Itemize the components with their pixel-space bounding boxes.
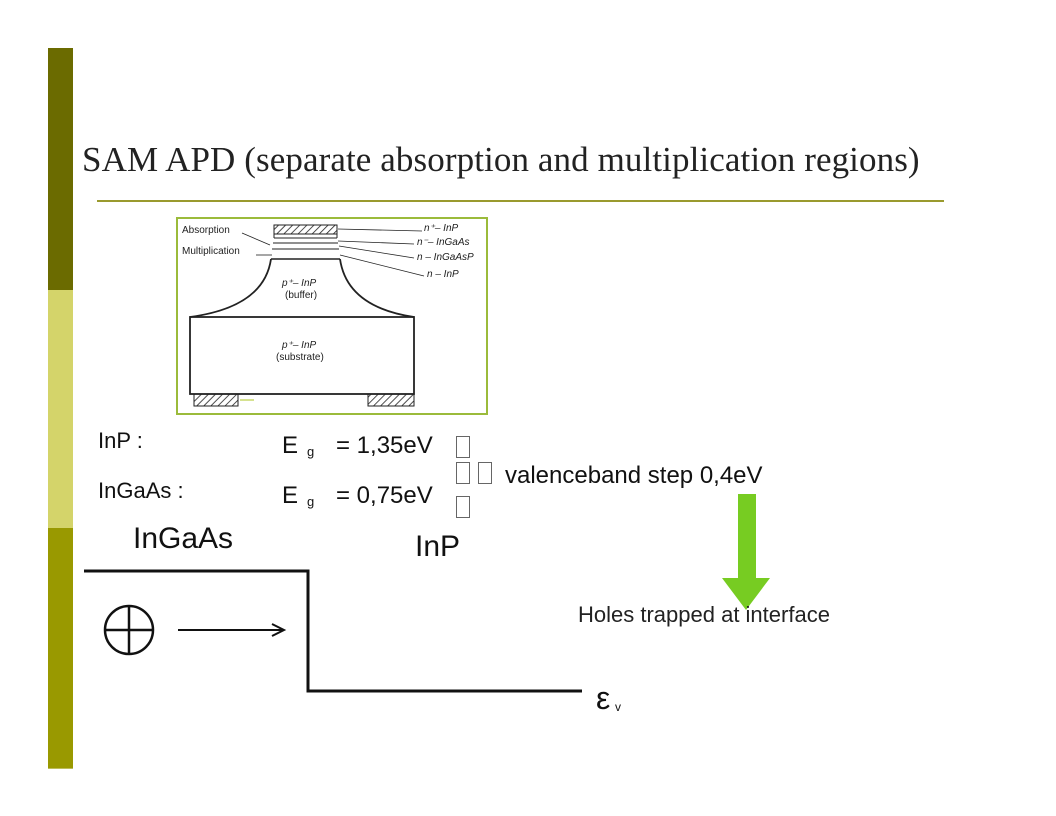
hole-symbol [103,604,155,656]
mesa-outline [189,258,272,318]
side-band-segment [48,460,73,529]
substrate-label-2: (substrate) [276,352,324,363]
buffer-label-1: p⁺– InP [282,278,317,289]
absorption-label: Absorption [182,225,230,236]
hole-drift-arrow [178,623,287,637]
apd-structure-drawing [189,224,425,407]
brace-glyph [456,462,470,484]
side-band-segment [48,528,73,664]
buffer-label-2: (buffer) [285,290,318,301]
side-band-segment [48,48,73,101]
inp-material-label: InP : [98,428,143,453]
ingaas-gap-E: E [282,482,299,509]
side-band-segment [48,204,73,257]
valence-band-symbol: ε [596,680,611,716]
side-band-segment [48,358,73,461]
brace-glyph [456,436,470,458]
brace-glyph [478,462,492,484]
inp-gap-E: E [282,432,299,459]
side-band-segment [48,663,73,769]
inp-region-label: InP [415,530,461,563]
valence-band-edge [84,569,582,693]
multiplication-label: Multiplication [182,246,240,257]
apd-structure-figure: Absorption Multiplication n⁺– InP n⁻– In… [176,217,488,415]
slide-title: SAM APD (separate absorption and multipl… [82,140,920,179]
n-minus-ingaas-label: n⁻– InGaAs [417,237,470,248]
title-underline [97,200,944,202]
valence-band-diagram [84,569,582,693]
brace-glyph [456,496,470,518]
ingaas-region-label: InGaAs [133,522,234,555]
bottom-contact-left [193,393,239,407]
side-band-segment [48,100,73,153]
ingaas-material-label: InGaAs : [98,478,184,503]
ingaas-gap-value: = 0,75eV [336,482,433,509]
bottom-contact-right [367,393,415,407]
inp-gap-subscript: g [307,444,315,459]
n-plus-inp-label: n⁺– InP [424,223,459,234]
substrate-label-1: p⁺– InP [282,340,317,351]
n-ingaasp-label: n – InGaAsP [417,252,474,263]
side-band-segment [48,290,73,359]
inp-gap-value: = 1,35eV [336,432,433,459]
side-band-segment [48,256,73,291]
side-band-segment [48,152,73,205]
holes-trapped-text: Holes trapped at interface [578,602,830,627]
n-inp-label: n – InP [427,269,459,280]
top-contact [273,224,338,235]
valence-band-subscript: v [615,700,621,714]
down-arrow-icon [722,494,770,610]
ingaas-gap-subscript: g [307,494,315,509]
side-band [48,48,73,769]
substrate-block [189,316,415,395]
valence-step-text: valenceband step 0,4eV [505,462,763,489]
